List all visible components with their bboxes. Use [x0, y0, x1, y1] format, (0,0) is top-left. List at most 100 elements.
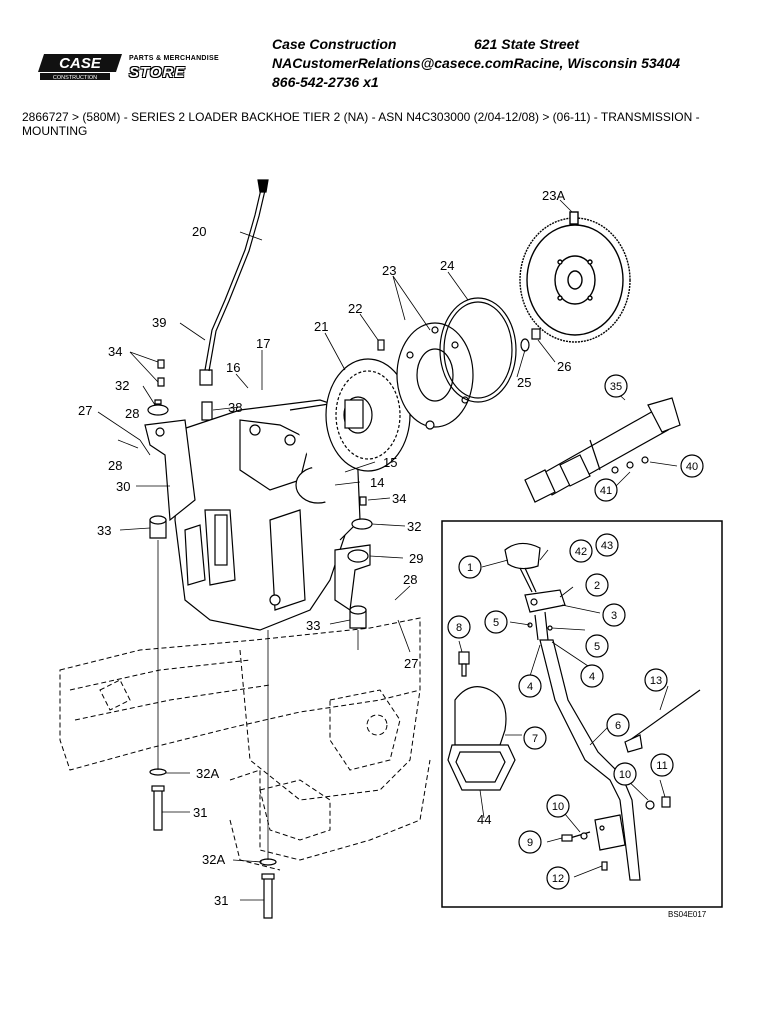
phone-number: 866-542-2736 x1	[272, 74, 379, 90]
label-32a-bottom: 32A	[202, 852, 225, 867]
svg-text:10: 10	[552, 801, 564, 813]
inset-panel	[441, 520, 723, 908]
label-33-right: 33	[306, 618, 320, 633]
label-28-right: 28	[403, 572, 417, 587]
label-31-bottom: 31	[214, 893, 228, 908]
svg-text:35: 35	[610, 381, 622, 393]
callout-8: 8	[447, 615, 471, 639]
dipstick-tube	[199, 179, 269, 421]
flex-plate-23	[396, 322, 474, 430]
label-25: 25	[517, 375, 531, 390]
transmission-housing	[174, 399, 361, 631]
mounts	[147, 359, 373, 629]
page-header: CASE CONSTRUCTION PARTS & MERCHANDISE ST…	[0, 0, 768, 100]
callout-5-right: 5	[585, 634, 609, 658]
label-29: 29	[409, 551, 423, 566]
label-15: 15	[383, 455, 397, 470]
svg-text:11: 11	[656, 760, 667, 772]
label-21: 21	[314, 319, 328, 334]
label-23a: 23A	[542, 188, 565, 203]
label-44: 44	[477, 812, 491, 827]
part-labels: 20 23A 23 24 39 22 21 34 16 17 32 38 27 …	[78, 188, 571, 908]
label-16: 16	[226, 360, 240, 375]
leader-lines	[97, 199, 678, 901]
callout-1: 1	[458, 555, 482, 579]
callout-6: 6	[606, 713, 630, 737]
callout-10-right: 10	[613, 762, 637, 786]
label-32-right: 32	[407, 519, 421, 534]
svg-text:42: 42	[575, 546, 587, 558]
label-34-right: 34	[392, 491, 406, 506]
label-17: 17	[256, 336, 270, 351]
label-24: 24	[440, 258, 454, 273]
svg-text:3: 3	[611, 610, 617, 622]
label-28-left: 28	[108, 458, 122, 473]
callout-circles: 35 40 41 42 43 1 2 3 5 5 8 4 4 13 6 7 10…	[447, 374, 704, 890]
svg-text:5: 5	[493, 617, 499, 629]
callout-5-left: 5	[484, 610, 508, 634]
label-27-top: 27	[78, 403, 92, 418]
callout-41: 41	[594, 478, 618, 502]
label-38: 38	[228, 400, 242, 415]
label-39: 39	[152, 315, 166, 330]
company-name: Case Construction	[272, 36, 397, 52]
svg-text:10: 10	[619, 769, 631, 781]
label-31-top: 31	[193, 805, 207, 820]
callout-13: 13	[644, 668, 668, 692]
bracket-29	[334, 544, 371, 612]
label-34-top: 34	[108, 344, 122, 359]
svg-text:43: 43	[601, 540, 613, 552]
label-20: 20	[192, 224, 206, 239]
chassis-frame-outline	[59, 617, 431, 871]
callout-2: 2	[585, 573, 609, 597]
svg-text:7: 7	[532, 733, 538, 745]
email-city[interactable]: NACustomerRelations@casece.comRacine, Wi…	[272, 55, 681, 71]
label-32-top: 32	[115, 378, 129, 393]
label-32a-top: 32A	[196, 766, 219, 781]
breadcrumb: 2866727 > (580M) - SERIES 2 LOADER BACKH…	[22, 110, 700, 138]
store-word: STORE	[129, 64, 186, 81]
bolts-31	[149, 768, 277, 919]
label-26: 26	[557, 359, 571, 374]
callout-9: 9	[518, 830, 542, 854]
callout-4-left: 4	[518, 674, 542, 698]
flywheel-23a	[519, 211, 631, 343]
callout-35: 35	[604, 374, 628, 398]
svg-text:5: 5	[594, 641, 600, 653]
store-tagline: PARTS & MERCHANDISE	[129, 55, 219, 62]
label-22: 22	[348, 301, 362, 316]
guide-lines	[139, 439, 359, 860]
ring-24	[439, 297, 517, 403]
svg-text:40: 40	[686, 461, 698, 473]
label-30: 30	[116, 479, 130, 494]
svg-text:CONSTRUCTION: CONSTRUCTION	[53, 75, 97, 81]
callout-3: 3	[602, 603, 626, 627]
callout-40: 40	[680, 454, 704, 478]
callout-4-right: 4	[580, 664, 604, 688]
driveshaft-35	[524, 397, 681, 503]
label-14: 14	[370, 475, 384, 490]
callout-11: 11	[650, 753, 674, 777]
svg-text:8: 8	[456, 622, 462, 634]
svg-text:2: 2	[594, 580, 600, 592]
svg-text:41: 41	[600, 485, 612, 497]
svg-text:4: 4	[589, 671, 595, 683]
svg-text:4: 4	[527, 681, 533, 693]
callout-43: 43	[595, 533, 619, 557]
case-logo: CASE CONSTRUCTION	[38, 54, 122, 81]
street-address: 621 State Street	[474, 36, 580, 52]
label-27-right: 27	[404, 656, 418, 671]
store-logo: PARTS & MERCHANDISE STORE	[129, 55, 249, 81]
svg-text:6: 6	[615, 720, 621, 732]
label-33-left: 33	[97, 523, 111, 538]
svg-text:1: 1	[467, 562, 473, 574]
bracket-30	[144, 419, 196, 522]
diagram-code: BS04E017	[668, 910, 707, 919]
label-28-top: 28	[125, 406, 139, 421]
callout-42: 42	[569, 539, 593, 563]
label-23: 23	[382, 263, 396, 278]
callout-12: 12	[546, 866, 570, 890]
svg-text:13: 13	[650, 675, 662, 687]
small-parts-25-26	[377, 328, 541, 352]
